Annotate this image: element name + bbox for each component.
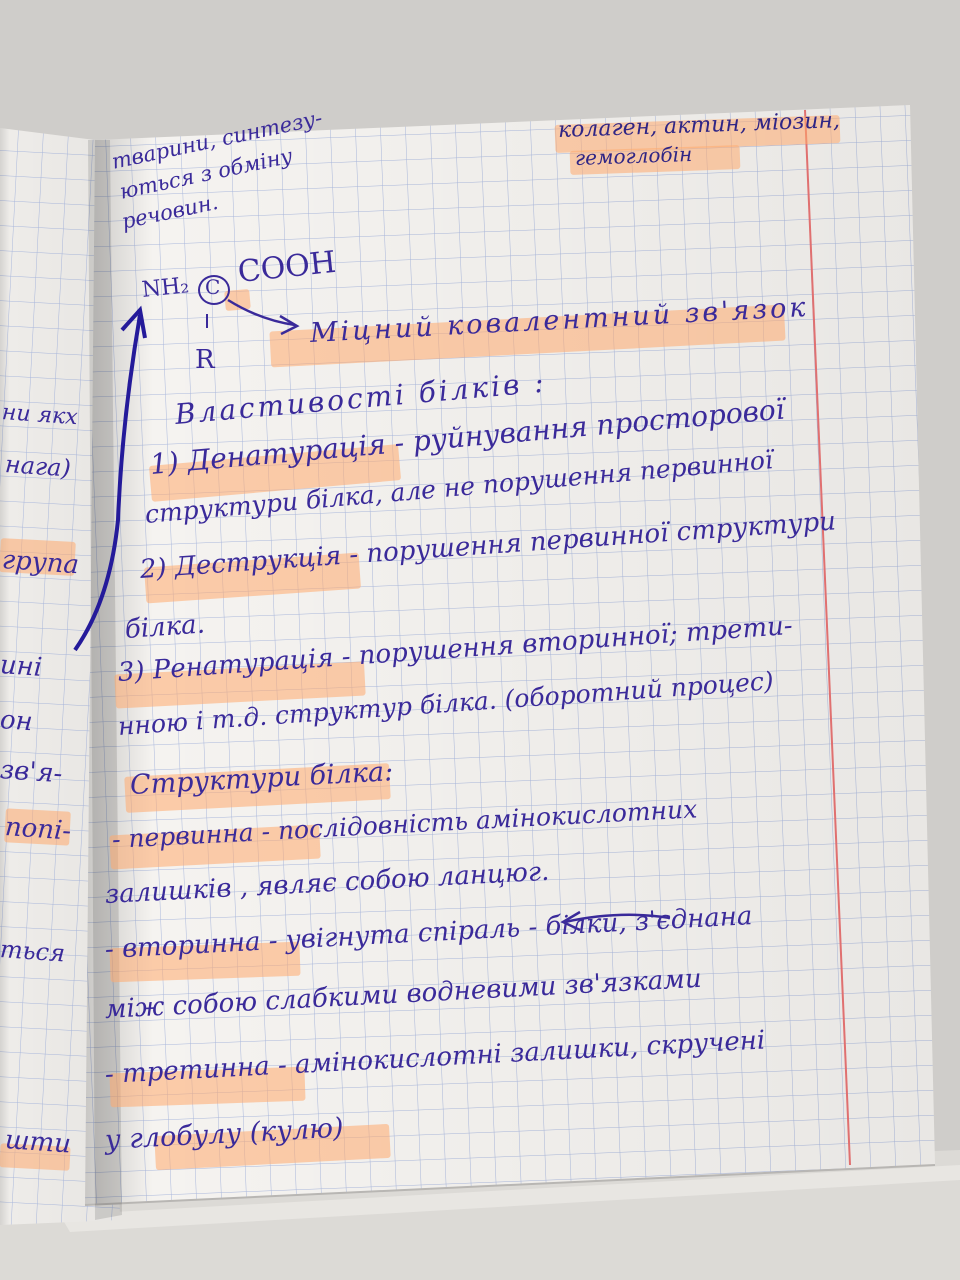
- arrow-to-bond: [227, 298, 296, 327]
- formula-carbon-circle: [198, 275, 230, 305]
- margin-line: [804, 109, 851, 1166]
- left-arrow: [564, 913, 671, 924]
- formula-carbon: C: [205, 275, 221, 299]
- left-arrow-head: [560, 910, 581, 932]
- right-page: [84, 105, 936, 1206]
- formula-bond: [206, 314, 208, 328]
- long-up-arrow-head: [120, 305, 147, 339]
- long-up-arrow: [73, 314, 142, 652]
- arrow-head-bond: [279, 314, 300, 336]
- formula-r: R: [195, 345, 215, 375]
- line-destruction-2: білка.: [123, 609, 206, 645]
